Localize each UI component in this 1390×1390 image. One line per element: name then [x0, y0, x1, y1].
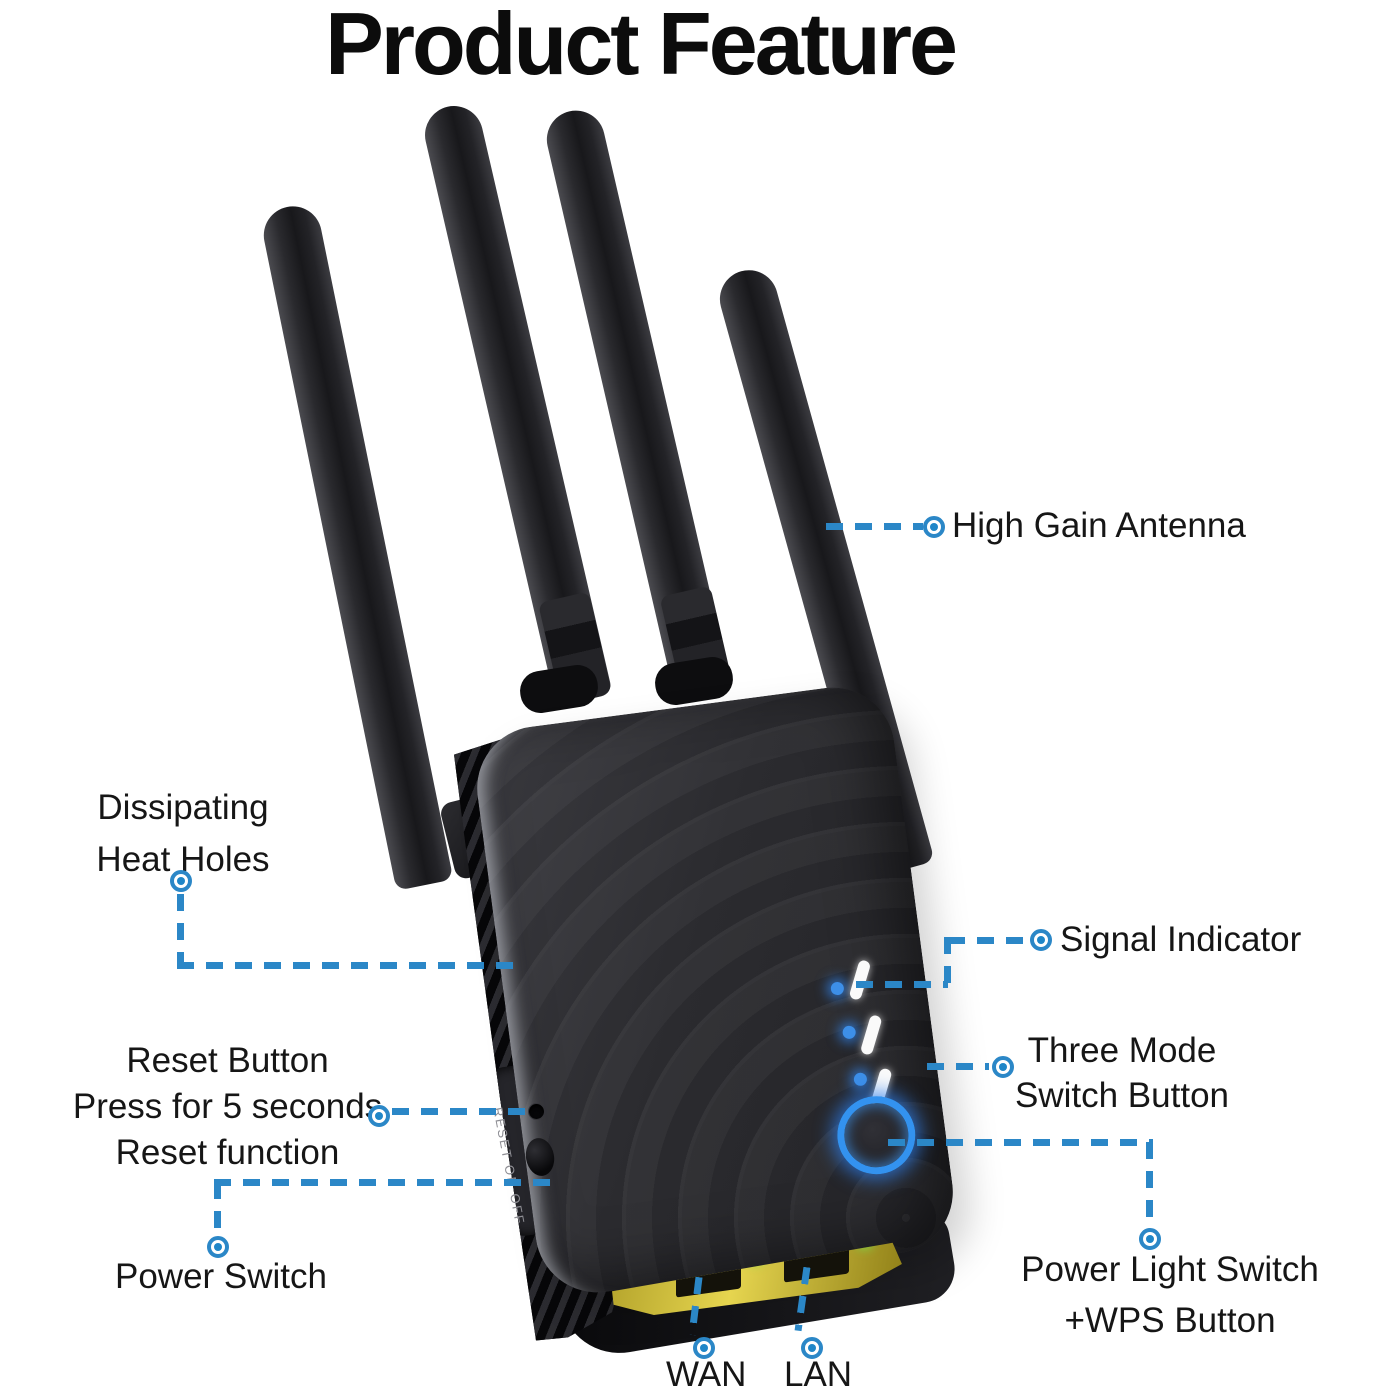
callout-line-powerswitch-v	[214, 1182, 221, 1234]
callout-dot-inner	[999, 1063, 1007, 1071]
label-line: Dissipating	[97, 788, 269, 827]
antenna-socket-left	[517, 662, 601, 716]
callout-dot-icon	[992, 1056, 1014, 1078]
label-three-mode-switch: Three Mode Switch Button	[1000, 1028, 1244, 1118]
callout-dot-inner	[1037, 936, 1045, 944]
label-power-switch: Power Switch	[114, 1257, 328, 1296]
label-line: Three Mode	[1027, 1031, 1217, 1070]
page-title: Product Feature	[325, 0, 958, 93]
label-lan: LAN	[784, 1355, 853, 1390]
label-line: Reset Button	[126, 1041, 329, 1080]
label-reset-button: Reset Button Press for 5 seconds Reset f…	[55, 1038, 400, 1176]
label-line: Power Light Switch	[1021, 1250, 1319, 1289]
callout-dot-inner	[700, 1344, 708, 1352]
callout-dot-icon	[1030, 929, 1052, 951]
signal-bar-2	[859, 1014, 883, 1056]
label-signal-indicator: Signal Indicator	[1060, 920, 1302, 959]
wps-ring-button	[832, 1091, 921, 1179]
callout-line-signal-c	[948, 937, 1030, 944]
label-line: +WPS Button	[1064, 1301, 1276, 1340]
callout-dot-inner	[177, 877, 185, 885]
callout-line-signal-b	[944, 937, 951, 987]
callout-line-reset	[392, 1108, 530, 1115]
label-line: Switch Button	[1015, 1076, 1229, 1115]
callout-line-wps-v	[1146, 1142, 1153, 1226]
callout-dot-icon	[170, 870, 192, 892]
callout-line-high-gain	[826, 523, 923, 530]
callout-dot-icon	[1139, 1228, 1161, 1250]
label-high-gain-antenna: High Gain Antenna	[952, 506, 1246, 545]
callout-dot-icon	[693, 1337, 715, 1359]
callout-line-heat-v	[177, 894, 184, 962]
signal-bar-1	[848, 959, 872, 1001]
callout-line-powerswitch-h	[214, 1179, 558, 1186]
callout-line-heat-h	[177, 962, 523, 969]
signal-led-2	[841, 1025, 857, 1040]
callout-dot-inner	[808, 1344, 816, 1352]
callout-dot-inner	[930, 523, 938, 531]
antenna-socket-right	[652, 654, 736, 708]
callout-line-wps-h	[888, 1139, 1153, 1146]
reset-button-hole	[528, 1103, 545, 1120]
callout-line-threemode	[927, 1063, 989, 1070]
signal-led-3	[853, 1071, 868, 1087]
device-front-face	[469, 680, 961, 1300]
label-wan: WAN	[666, 1355, 747, 1390]
label-line: Reset function	[115, 1133, 340, 1172]
callout-dot-icon	[368, 1105, 390, 1127]
label-line: Press for 5 seconds	[72, 1087, 383, 1126]
callout-dot-icon	[207, 1236, 229, 1258]
callout-dot-icon	[923, 516, 945, 538]
callout-dot-inner	[1146, 1235, 1154, 1243]
label-power-light-wps: Power Light Switch +WPS Button	[999, 1244, 1341, 1346]
callout-dot-inner	[214, 1243, 222, 1251]
callout-dot-icon	[801, 1337, 823, 1359]
label-dissipating-heat-holes: Dissipating Heat Holes	[58, 782, 308, 886]
callout-dot-inner	[375, 1112, 383, 1120]
callout-line-signal-a	[856, 981, 948, 988]
signal-led-1	[830, 981, 845, 996]
